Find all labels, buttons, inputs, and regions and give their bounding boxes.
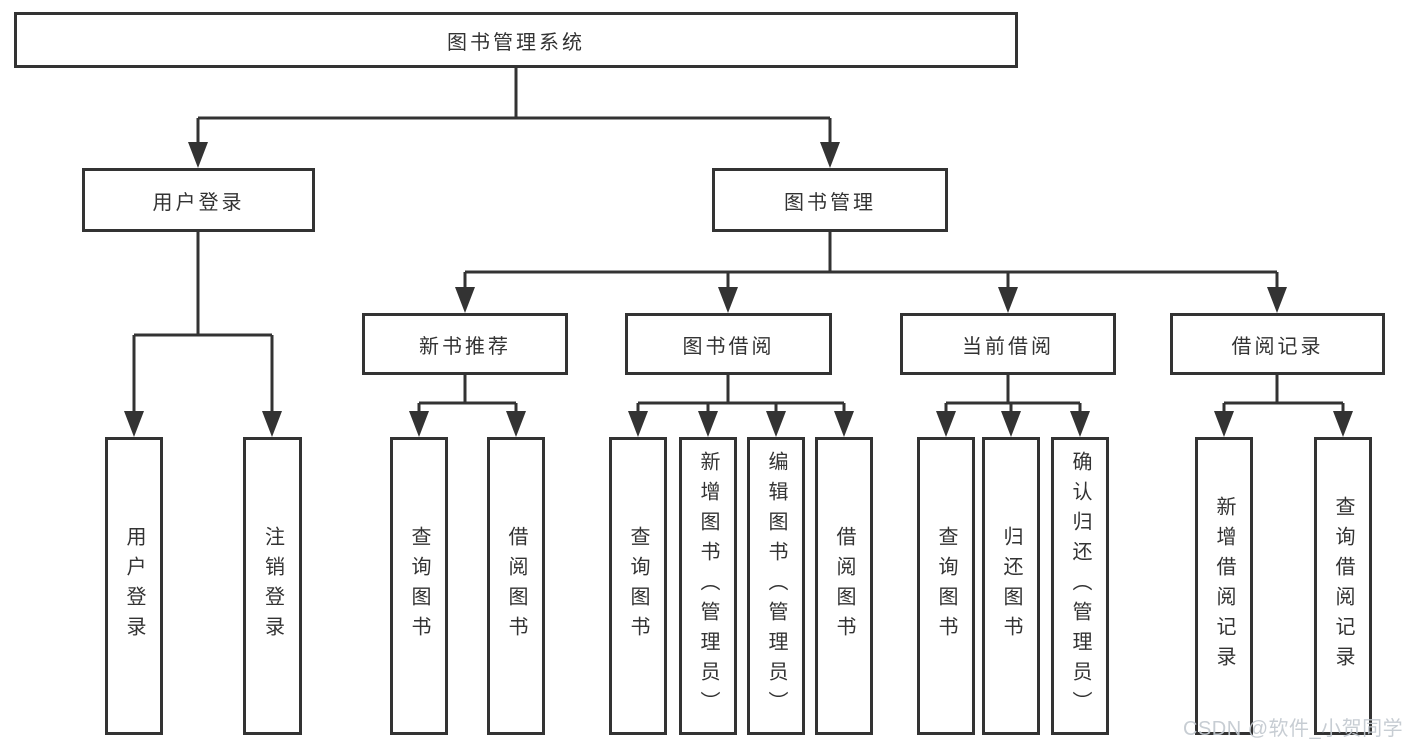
leaf-query-books-1: 查询图书: [390, 437, 448, 735]
leaf-query-books-1-label: 查询图书: [408, 526, 430, 646]
leaf-query-books-3: 查询图书: [917, 437, 975, 735]
leaf-edit-book-admin-label: 编辑图书（管理员）: [765, 451, 787, 721]
leaf-user-login-label: 用户登录: [123, 526, 145, 646]
leaf-query-books-2: 查询图书: [609, 437, 667, 735]
leaf-add-book-admin: 新增图书（管理员）: [679, 437, 737, 735]
leaf-borrow-books-2: 借阅图书: [815, 437, 873, 735]
leaf-edit-book-admin: 编辑图书（管理员）: [747, 437, 805, 735]
node-book-borrow-label: 图书借阅: [682, 335, 775, 358]
connector-book-borrow-to-leaves: [628, 375, 854, 437]
connector-book-management-to-level3: [455, 232, 1287, 313]
leaf-return-books-label: 归还图书: [1000, 526, 1022, 646]
csdn-watermark: CSDN @软件_小贺同学: [1183, 718, 1404, 740]
leaf-return-books: 归还图书: [982, 437, 1040, 735]
connector-borrow-records-to-leaves: [1214, 375, 1353, 437]
leaf-borrow-books-2-label: 借阅图书: [833, 526, 855, 646]
node-book-borrow: 图书借阅: [625, 313, 832, 375]
node-user-login-label: 用户登录: [152, 191, 245, 214]
node-root: 图书管理系统: [14, 12, 1018, 68]
connector-current-borrow-to-leaves: [936, 375, 1090, 437]
leaf-add-borrow-record-label: 新增借阅记录: [1213, 496, 1235, 676]
node-user-login: 用户登录: [82, 168, 315, 232]
node-current-borrow: 当前借阅: [900, 313, 1116, 375]
leaf-query-borrow-record-label: 查询借阅记录: [1332, 496, 1354, 676]
leaf-user-login: 用户登录: [105, 437, 163, 735]
leaf-query-books-2-label: 查询图书: [627, 526, 649, 646]
connector-root-to-level2: [188, 68, 840, 168]
node-new-book-recommend-label: 新书推荐: [419, 335, 511, 358]
leaf-logout: 注销登录: [243, 437, 302, 735]
node-book-management-label: 图书管理: [784, 191, 876, 214]
connector-user-login-to-leaves: [124, 232, 282, 437]
node-borrow-records-label: 借阅记录: [1231, 335, 1324, 358]
leaf-confirm-return-admin-label: 确认归还（管理员）: [1069, 451, 1091, 721]
connector-new-book-recommend-to-leaves: [409, 375, 526, 437]
leaf-query-books-3-label: 查询图书: [935, 526, 957, 646]
node-new-book-recommend: 新书推荐: [362, 313, 568, 375]
node-root-label: 图书管理系统: [447, 31, 585, 54]
leaf-query-borrow-record: 查询借阅记录: [1314, 437, 1372, 735]
leaf-confirm-return-admin: 确认归还（管理员）: [1051, 437, 1109, 735]
leaf-borrow-books-1: 借阅图书: [487, 437, 545, 735]
leaf-add-book-admin-label: 新增图书（管理员）: [697, 451, 719, 721]
leaf-logout-label: 注销登录: [261, 526, 284, 646]
node-book-management: 图书管理: [712, 168, 948, 232]
leaf-borrow-books-1-label: 借阅图书: [505, 526, 527, 646]
leaf-add-borrow-record: 新增借阅记录: [1195, 437, 1253, 735]
node-borrow-records: 借阅记录: [1170, 313, 1385, 375]
node-current-borrow-label: 当前借阅: [962, 335, 1054, 358]
